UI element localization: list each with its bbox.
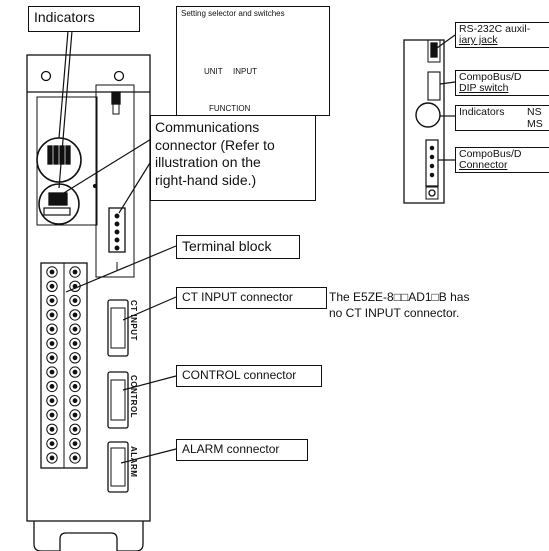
comm-line-2: connector (Refer to [155,136,275,153]
control-connector-text: CONTROL [129,375,138,419]
dip-line-1: CompoBus/D [459,71,522,83]
side-view-body [403,39,445,204]
terminal-screw-head [72,412,78,418]
device-body [26,54,151,522]
side-indicators-text: Indicators [459,106,505,118]
setting-selector-title: Setting selector and switches [181,9,285,18]
compobus-connector-label: CompoBus/D Connector [455,147,549,173]
terminal-screw-head [49,426,55,432]
terminal-screw-head [72,312,78,318]
side-indicators [415,102,441,128]
terminal-screw-head [72,455,78,461]
ms-label: MS [527,118,543,130]
comm-line-3: illustration on the [155,154,261,170]
communications-connector-label: Communications connector (Refer to illus… [150,115,316,201]
control-connector [107,371,129,429]
comm-line-1: Communications [155,119,260,135]
input-label: INPUT [233,67,257,76]
dip-switch-label: CompoBus/D DIP switch [455,70,549,96]
function-label: FUNCTION [209,104,251,113]
ct-input-connector [107,299,129,357]
comm-line-4: right-hand side.) [155,171,257,188]
terminal-screw-head [72,326,78,332]
rs232c-line-1: RS-232C auxil- [459,23,531,35]
setting-selector-box: Setting selector and switches UNIT INPUT… [176,6,330,116]
rs232c-jack-label: RS-232C auxil- iary jack [455,22,549,48]
side-indicators-label: Indicators NS MS [455,105,549,131]
terminal-screw-head [72,269,78,275]
terminal-screw-head [49,312,55,318]
terminal-screw-head [72,298,78,303]
terminal-screw-head [72,341,78,346]
ct-input-connector-label: CT INPUT connector [176,287,327,309]
terminal-screw-head [49,384,55,389]
terminal-block-label: Terminal block [176,235,300,259]
terminal-screw-head [72,398,78,404]
terminal-screw-head [72,369,78,375]
terminal-screw-head [49,412,55,418]
terminal-screws [46,266,81,464]
indicators-label: Indicators [28,6,140,32]
alarm-connector [107,441,129,493]
terminal-screw-head [72,426,78,432]
conn-line-2: Connector [459,159,508,172]
mounting-hole-left [40,70,52,82]
terminal-screw-head [49,355,55,361]
side-dip-switch [427,71,441,101]
terminal-screw-head [49,441,55,446]
model-note: The E5ZE-8□□AD1□B has no CT INPUT connec… [329,290,549,321]
mounting-foot [33,521,144,551]
ns-label: NS [527,106,542,118]
side-compobus-connector [425,139,439,187]
comm-panel [95,84,135,278]
control-connector-label: CONTROL connector [176,365,322,387]
alarm-connector-text: ALARM [129,446,138,478]
alarm-connector-label: ALARM connector [176,439,308,461]
terminal-screw-head [49,283,55,289]
terminal-screw-head [49,369,55,375]
unit-label: UNIT [204,67,223,76]
mounting-hole-right [113,70,125,82]
terminal-screw-head [49,298,55,303]
rs232c-line-2: iary jack [459,34,498,47]
terminal-screw-head [49,326,55,332]
comm-connector-front [108,207,126,253]
indicator-window [36,137,82,183]
terminal-screw-head [49,398,55,404]
conn-line-1: CompoBus/D [459,148,522,160]
ct-input-connector-text: CT INPUT [129,300,138,341]
terminal-screw-head [49,455,55,461]
terminal-screw-head [72,441,78,446]
terminal-screw-head [72,355,78,361]
terminal-screw-head [72,384,78,389]
terminal-screw-head [49,269,55,275]
terminal-screw-head [49,341,55,346]
dip-line-2: DIP switch [459,82,509,95]
note-line-1: The E5ZE-8□□AD1□B has [329,290,470,304]
note-line-2: no CT INPUT connector. [329,305,460,320]
